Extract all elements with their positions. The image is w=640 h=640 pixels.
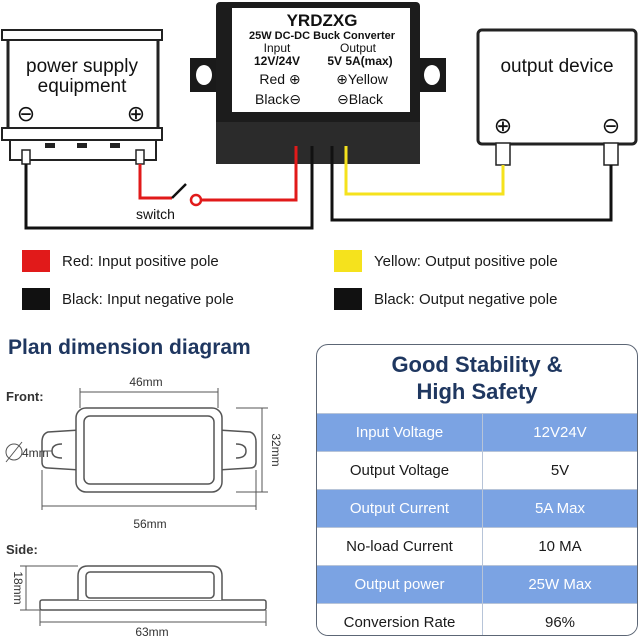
output-device-label: output device [500,56,613,77]
spec-row-output-voltage: Output Voltage 5V [317,451,637,489]
specs-title-line1: Good Stability & [391,352,563,377]
spec-row-output-current: Output Current 5A Max [317,489,637,527]
spec-row-input-voltage: Input Voltage 12V24V [317,413,637,451]
wire-input-positive-a [138,164,172,200]
converter-black-in-label: Black⊖ [255,91,301,107]
spec-label: Output power [317,566,483,603]
power-supply-label-2: equipment [38,76,127,97]
spec-label: Output Voltage [317,452,483,489]
converter-input-header: Input [264,41,291,55]
spec-value: 5V [550,462,570,479]
converter-red-label: Red ⊕ [259,71,300,87]
power-supply-neg-icon: ⊖ [17,101,35,126]
dim-63mm: 63mm [135,625,168,639]
spec-value: 5A Max [534,500,586,517]
front-view-shape [41,407,257,493]
specs-title-line2: High Safety [416,379,538,404]
spec-value: 10 MA [538,538,582,555]
converter-input-voltage: 12V/24V [254,54,300,68]
wire-input-positive-b [201,146,298,202]
spec-label: Input Voltage [317,414,483,451]
front-label: Front: [6,389,44,404]
dim-56mm: 56mm [133,517,166,531]
legend-black-output-text: Black: Output negative pole [374,290,558,308]
wires [24,146,613,230]
wire-input-negative [24,146,314,230]
spec-row-conversion-rate: Conversion Rate 96% [317,603,637,635]
side-view-shape [39,565,267,611]
spec-row-output-power: Output power 25W Max [317,565,637,603]
dim-18mm: 18mm [11,571,25,604]
wiring-diagram: power supply equipment ⊖ ⊕ YRDZXG 25W DC… [1,2,638,230]
power-supply-label-1: power supply [26,56,138,77]
spec-label: Conversion Rate [317,604,483,635]
buck-converter-module: YRDZXG 25W DC-DC Buck Converter Input Ou… [190,2,446,164]
specs-card: Good Stability & High Safety Input Volta… [316,344,638,636]
converter-model: 25W DC-DC Buck Converter [249,30,396,42]
legend-red-swatch [22,250,50,272]
output-device-pos-icon: ⊕ [494,113,512,138]
specs-title: Good Stability & High Safety [317,351,637,413]
side-label: Side: [6,542,38,557]
legend-black-output-swatch [334,288,362,310]
legend-red: Red: Input positive pole [22,250,219,272]
converter-output-header: Output [340,41,377,55]
legend-black-input: Black: Input negative pole [22,288,234,310]
wire-output-negative [330,146,613,222]
wire-output-positive [344,146,505,196]
dim-46mm: 46mm [129,375,162,389]
power-supply-unit: power supply equipment ⊖ ⊕ [1,29,163,165]
legend-black-input-text: Black: Input negative pole [62,290,234,308]
switch-lever [171,183,187,199]
dimension-drawings: Front: 46mm 32mm 4mm 56mm Side: 18mm 63m… [5,375,283,639]
output-device-unit: output device ⊕ ⊖ [476,28,638,166]
dimension-diagram-title: Plan dimension diagram [8,336,251,359]
legend-yellow: Yellow: Output positive pole [334,250,558,272]
dim-4mm: 4mm [22,446,49,460]
legend-red-text: Red: Input positive pole [62,252,219,270]
spec-value: 96% [544,614,576,631]
legend-yellow-text: Yellow: Output positive pole [374,252,558,270]
legend-black-input-swatch [22,288,50,310]
spec-label: No-load Current [317,528,483,565]
converter-brand: YRDZXG [287,11,358,30]
converter-yellow-label: ⊕Yellow [336,71,389,87]
switch-label: switch [136,206,175,222]
spec-value: 25W Max [528,576,592,593]
legend-black-output: Black: Output negative pole [334,288,557,310]
converter-black-out-label: ⊖Black [337,91,384,107]
spec-label: Output Current [317,490,483,527]
converter-output-rating: 5V 5A(max) [327,54,392,68]
dim-32mm: 32mm [269,433,283,466]
power-supply-pos-icon: ⊕ [127,101,145,126]
legend-yellow-swatch [334,250,362,272]
switch-contact [189,193,203,207]
spec-row-no-load-current: No-load Current 10 MA [317,527,637,565]
spec-value: 12V24V [533,424,587,441]
output-device-neg-icon: ⊖ [602,113,620,138]
